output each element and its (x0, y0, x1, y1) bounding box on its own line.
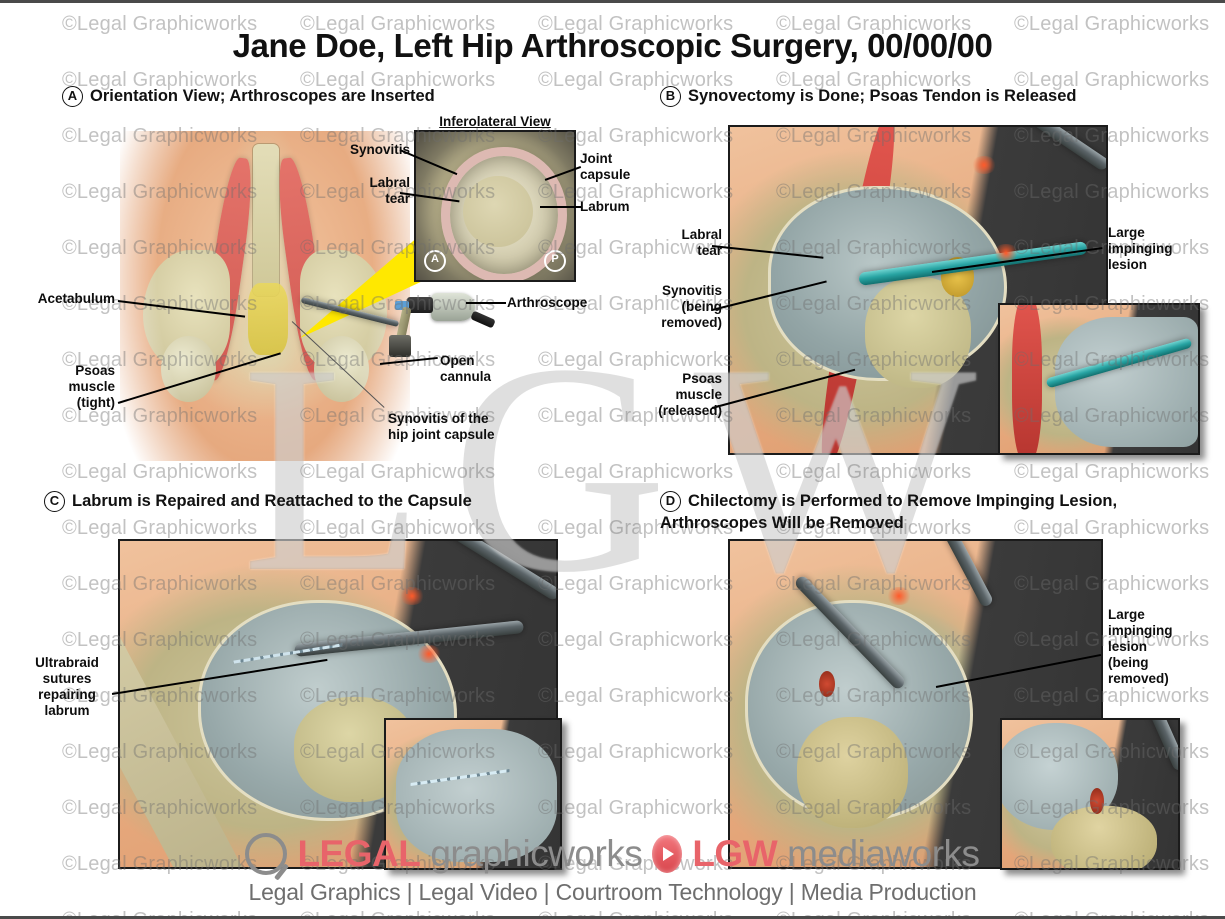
label-b-psoas-muscle-released: Psoas muscle (released) (658, 371, 722, 418)
watermark-text: ©Legal Graphicworks (538, 909, 733, 916)
acetabular-capsule-ring (441, 146, 567, 280)
brand-graphicworks: graphicworks (430, 833, 643, 874)
panel-c-heading: C Labrum is Repaired and Reattached to th… (44, 490, 644, 512)
watermark-text: ©Legal Graphicworks (62, 517, 258, 539)
brand-mediaworks: mediaworks (787, 833, 980, 874)
magnifier-icon (245, 833, 288, 875)
label-arthroscope: Arthroscope (507, 295, 588, 310)
footer: LEGAL graphicworks LGW mediaworks Legal … (0, 833, 1225, 906)
watermark-text: ©Legal Graphicworks (538, 461, 734, 483)
panel-c-heading-text: Labrum is Repaired and Reattached to the… (72, 492, 472, 510)
panel-a-letter: A (62, 86, 83, 107)
watermark-text: ©Legal Graphicworks (538, 797, 734, 819)
panel-d-heading-text: Chilectomy is Performed to Remove Imping… (660, 492, 1118, 533)
label-c-ultrabraid-sutures: Ultrabraid sutures repairing labrum (35, 655, 99, 718)
label-b-synovitis-being-removed: Synovitis (being removed) (661, 283, 722, 330)
panel-b-heading-text: Synovectomy is Done; Psoas Tendon is Rel… (688, 87, 1077, 105)
watermark-text: ©Legal Graphicworks (538, 349, 734, 371)
inferolateral-view-title: Inferolateral View (439, 114, 551, 129)
label-labrum: Labrum (580, 199, 630, 214)
watermark-text: ©Legal Graphicworks (1014, 909, 1209, 916)
label-labral-tear: Labral tear (369, 175, 410, 206)
watermark-text: ©Legal Graphicworks (776, 461, 972, 483)
watermark-text: ©Legal Graphicworks (776, 909, 971, 916)
anterior-marker: A (424, 250, 446, 272)
label-b-labral-tear: Labral tear (681, 227, 722, 258)
label-d-large-impinging-lesion-being-removed: Large impinging lesion (being removed) (1108, 607, 1173, 686)
watermark-text: ©Legal Graphicworks (538, 741, 734, 763)
footer-tagline: Legal Graphics | Legal Video | Courtroom… (248, 879, 977, 905)
posterior-marker: P (544, 250, 566, 272)
brand-lgw: LGW (692, 833, 778, 874)
watermark-text: ©Legal Graphicworks (62, 909, 257, 916)
panel-b-heading: B Synovectomy is Done; Psoas Tendon is Re… (660, 85, 1220, 107)
brand-legal: LEGAL (297, 833, 421, 874)
label-psoas-muscle-tight: Psoas muscle (tight) (68, 363, 115, 410)
watermark-text: ©Legal Graphicworks (300, 461, 496, 483)
play-icon (652, 835, 683, 873)
brand-logo-row: LEGAL graphicworks LGW mediaworks (0, 833, 1225, 875)
label-synovitis-hip-joint-capsule: Synovitis of the hip joint capsule (388, 411, 495, 442)
panel-c-letter: C (44, 491, 65, 512)
label-b-large-impinging-lesion: Large impinging lesion (1108, 225, 1173, 272)
arthroscope-instrument (385, 291, 496, 359)
watermark-text: ©Legal Graphicworks (300, 909, 495, 916)
panel-a-heading: A Orientation View; Arthroscopes are Inse… (62, 85, 622, 107)
label-open-cannula: Open cannula (440, 353, 492, 384)
watermark-text: ©Legal Graphicworks (538, 685, 734, 707)
panel-b-letter: B (660, 86, 681, 107)
watermark-text: ©Legal Graphicworks (300, 517, 496, 539)
label-acetabulum: Acetabulum (37, 291, 115, 306)
watermark-text: ©Legal Graphicworks (538, 573, 734, 595)
panel-d-inset (1000, 718, 1180, 870)
panel-b-inset (998, 303, 1200, 455)
panel-d-letter: D (660, 491, 681, 512)
watermark-text: ©Legal Graphicworks (1014, 461, 1210, 483)
label-joint-capsule: Joint capsule (580, 151, 631, 182)
watermark-text: ©Legal Graphicworks (538, 629, 734, 651)
watermark-text: ©Legal Graphicworks (62, 461, 258, 483)
panel-a-heading-text: Orientation View; Arthroscopes are Inser… (90, 87, 435, 105)
label-synovitis: Synovitis (349, 142, 410, 157)
panel-c-inset (384, 718, 562, 870)
page-title: Jane Doe, Left Hip Arthroscopic Surgery,… (232, 27, 993, 64)
